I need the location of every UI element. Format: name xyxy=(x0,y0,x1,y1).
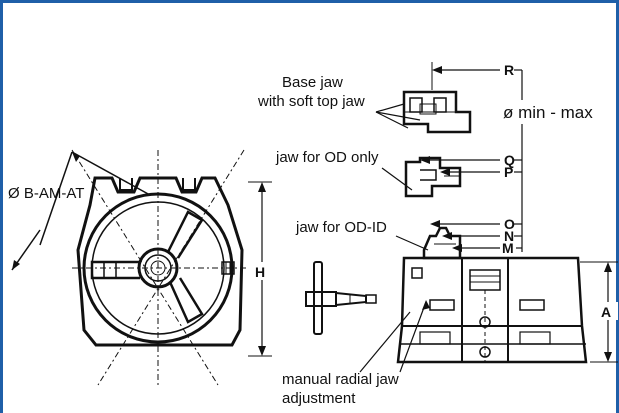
dim-n-label: N xyxy=(504,228,514,244)
jaw-od-only xyxy=(404,156,462,198)
dim-a-label: A xyxy=(601,304,611,320)
manual-adjust-line1: manual radial jaw xyxy=(282,371,399,388)
jaw-od-only-label: jaw for OD only xyxy=(275,149,379,166)
chuck-front-view xyxy=(71,149,248,386)
dim-o-label: O xyxy=(504,216,515,232)
dimension-ladder: R Q P O N M ø min - max xyxy=(420,62,608,256)
base-jaw-label-line2: with soft top jaw xyxy=(257,93,365,110)
diameter-callout: Ø B-AM-AT xyxy=(8,151,151,271)
base-jaw-soft-top xyxy=(402,90,472,134)
dim-p-label: P xyxy=(504,164,513,180)
chuck-key xyxy=(305,261,377,335)
jaw-od-id-label: jaw for OD-ID xyxy=(295,219,387,236)
dim-m-label: M xyxy=(502,240,514,256)
jaw-od-id-leader xyxy=(395,235,429,251)
dimension-a: A xyxy=(580,261,618,363)
dim-r-label: R xyxy=(504,62,514,78)
base-jaw-leaders xyxy=(375,103,421,129)
min-max-label: ø min - max xyxy=(503,103,593,122)
manual-adjust-leaders xyxy=(359,300,430,373)
base-jaw-label-line1: Base jaw xyxy=(282,74,343,91)
dim-h-label: H xyxy=(255,264,265,280)
manual-adjust-line2: adjustment xyxy=(282,390,356,407)
diameter-label: Ø B-AM-AT xyxy=(8,185,84,202)
dimension-h: H xyxy=(248,181,272,357)
chuck-side-view xyxy=(396,256,588,364)
jaw-od-only-leader xyxy=(381,167,413,191)
jaw-od-id xyxy=(422,226,462,260)
dim-q-label: Q xyxy=(504,152,515,168)
